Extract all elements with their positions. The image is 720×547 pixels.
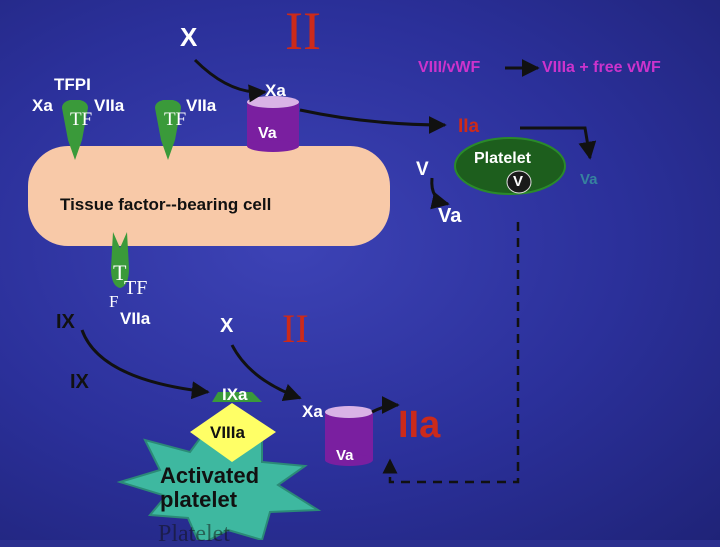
label-viia-low: VIIa <box>120 309 151 328</box>
ixa-shape <box>212 392 262 402</box>
label-activated-platelet: Activated platelet <box>160 463 260 513</box>
tissue-factor-cell <box>28 146 390 246</box>
label-x-top: X <box>180 22 198 52</box>
label-ix-1: IX <box>56 311 75 333</box>
arrow-v-to-va <box>430 177 450 210</box>
arrow-iia-to-platelet <box>520 126 597 160</box>
va-cylinder-top <box>247 96 299 152</box>
label-ii-top: II <box>285 1 321 61</box>
label-iia-big: IIa <box>398 404 441 446</box>
label-tf-low-f: F <box>109 292 119 311</box>
label-tf-1: TF <box>70 109 93 130</box>
tf-receptor-3 <box>111 232 129 288</box>
arrow-xa-to-iia-low <box>371 396 400 415</box>
label-platelet: Platelet <box>474 150 531 167</box>
label-tf-low-t: T <box>113 260 127 285</box>
platelet-v-spot <box>506 170 532 194</box>
label-tissue-cell: Tissue factor--bearing cell <box>60 195 272 214</box>
arrow-x-to-xa <box>193 58 267 103</box>
arrow-x-to-xa-low <box>230 344 302 401</box>
va-cylinder-low <box>325 406 373 466</box>
label-ii-low: II <box>282 306 309 351</box>
label-xa-low: Xa <box>302 402 323 421</box>
tf-receptor-2 <box>155 100 181 160</box>
viiia-diamond <box>190 403 276 462</box>
label-iia-top: IIa <box>458 116 480 137</box>
label-xa-mid: Xa <box>265 81 286 100</box>
arrow-xa-to-iia <box>299 108 447 134</box>
label-ix-2: IX <box>70 371 89 393</box>
label-va-platelet: Va <box>580 171 598 188</box>
dashed-connector <box>382 222 520 484</box>
activated-platelet-star <box>116 423 322 540</box>
label-v-platelet: V <box>513 173 524 190</box>
label-viiia: VIIIa <box>210 423 245 442</box>
label-viii-vwf: VIII/vWF <box>418 59 481 76</box>
label-va-cell: Va <box>438 205 462 227</box>
platelet-oval <box>454 137 566 195</box>
label-tf-2: TF <box>164 109 187 130</box>
label-platelet-faint: Platelet <box>158 521 230 547</box>
label-x-low: X <box>220 315 234 337</box>
label-va-top: Va <box>258 125 277 142</box>
label-tf-low-tf: TF <box>124 277 148 299</box>
label-va-low: Va <box>336 447 354 464</box>
tf-receptor-1 <box>62 100 88 160</box>
arrow-ix-to-ixa <box>80 329 210 400</box>
label-xa-left: Xa <box>32 96 53 115</box>
label-ixa: IXa <box>222 385 248 404</box>
label-viiia-free: VIIIa + free vWF <box>542 59 661 76</box>
label-viia-2: VIIa <box>186 96 217 115</box>
label-v-left: V <box>416 159 429 180</box>
label-tfpi: TFPI <box>54 75 91 94</box>
label-viia-1: VIIa <box>94 96 125 115</box>
